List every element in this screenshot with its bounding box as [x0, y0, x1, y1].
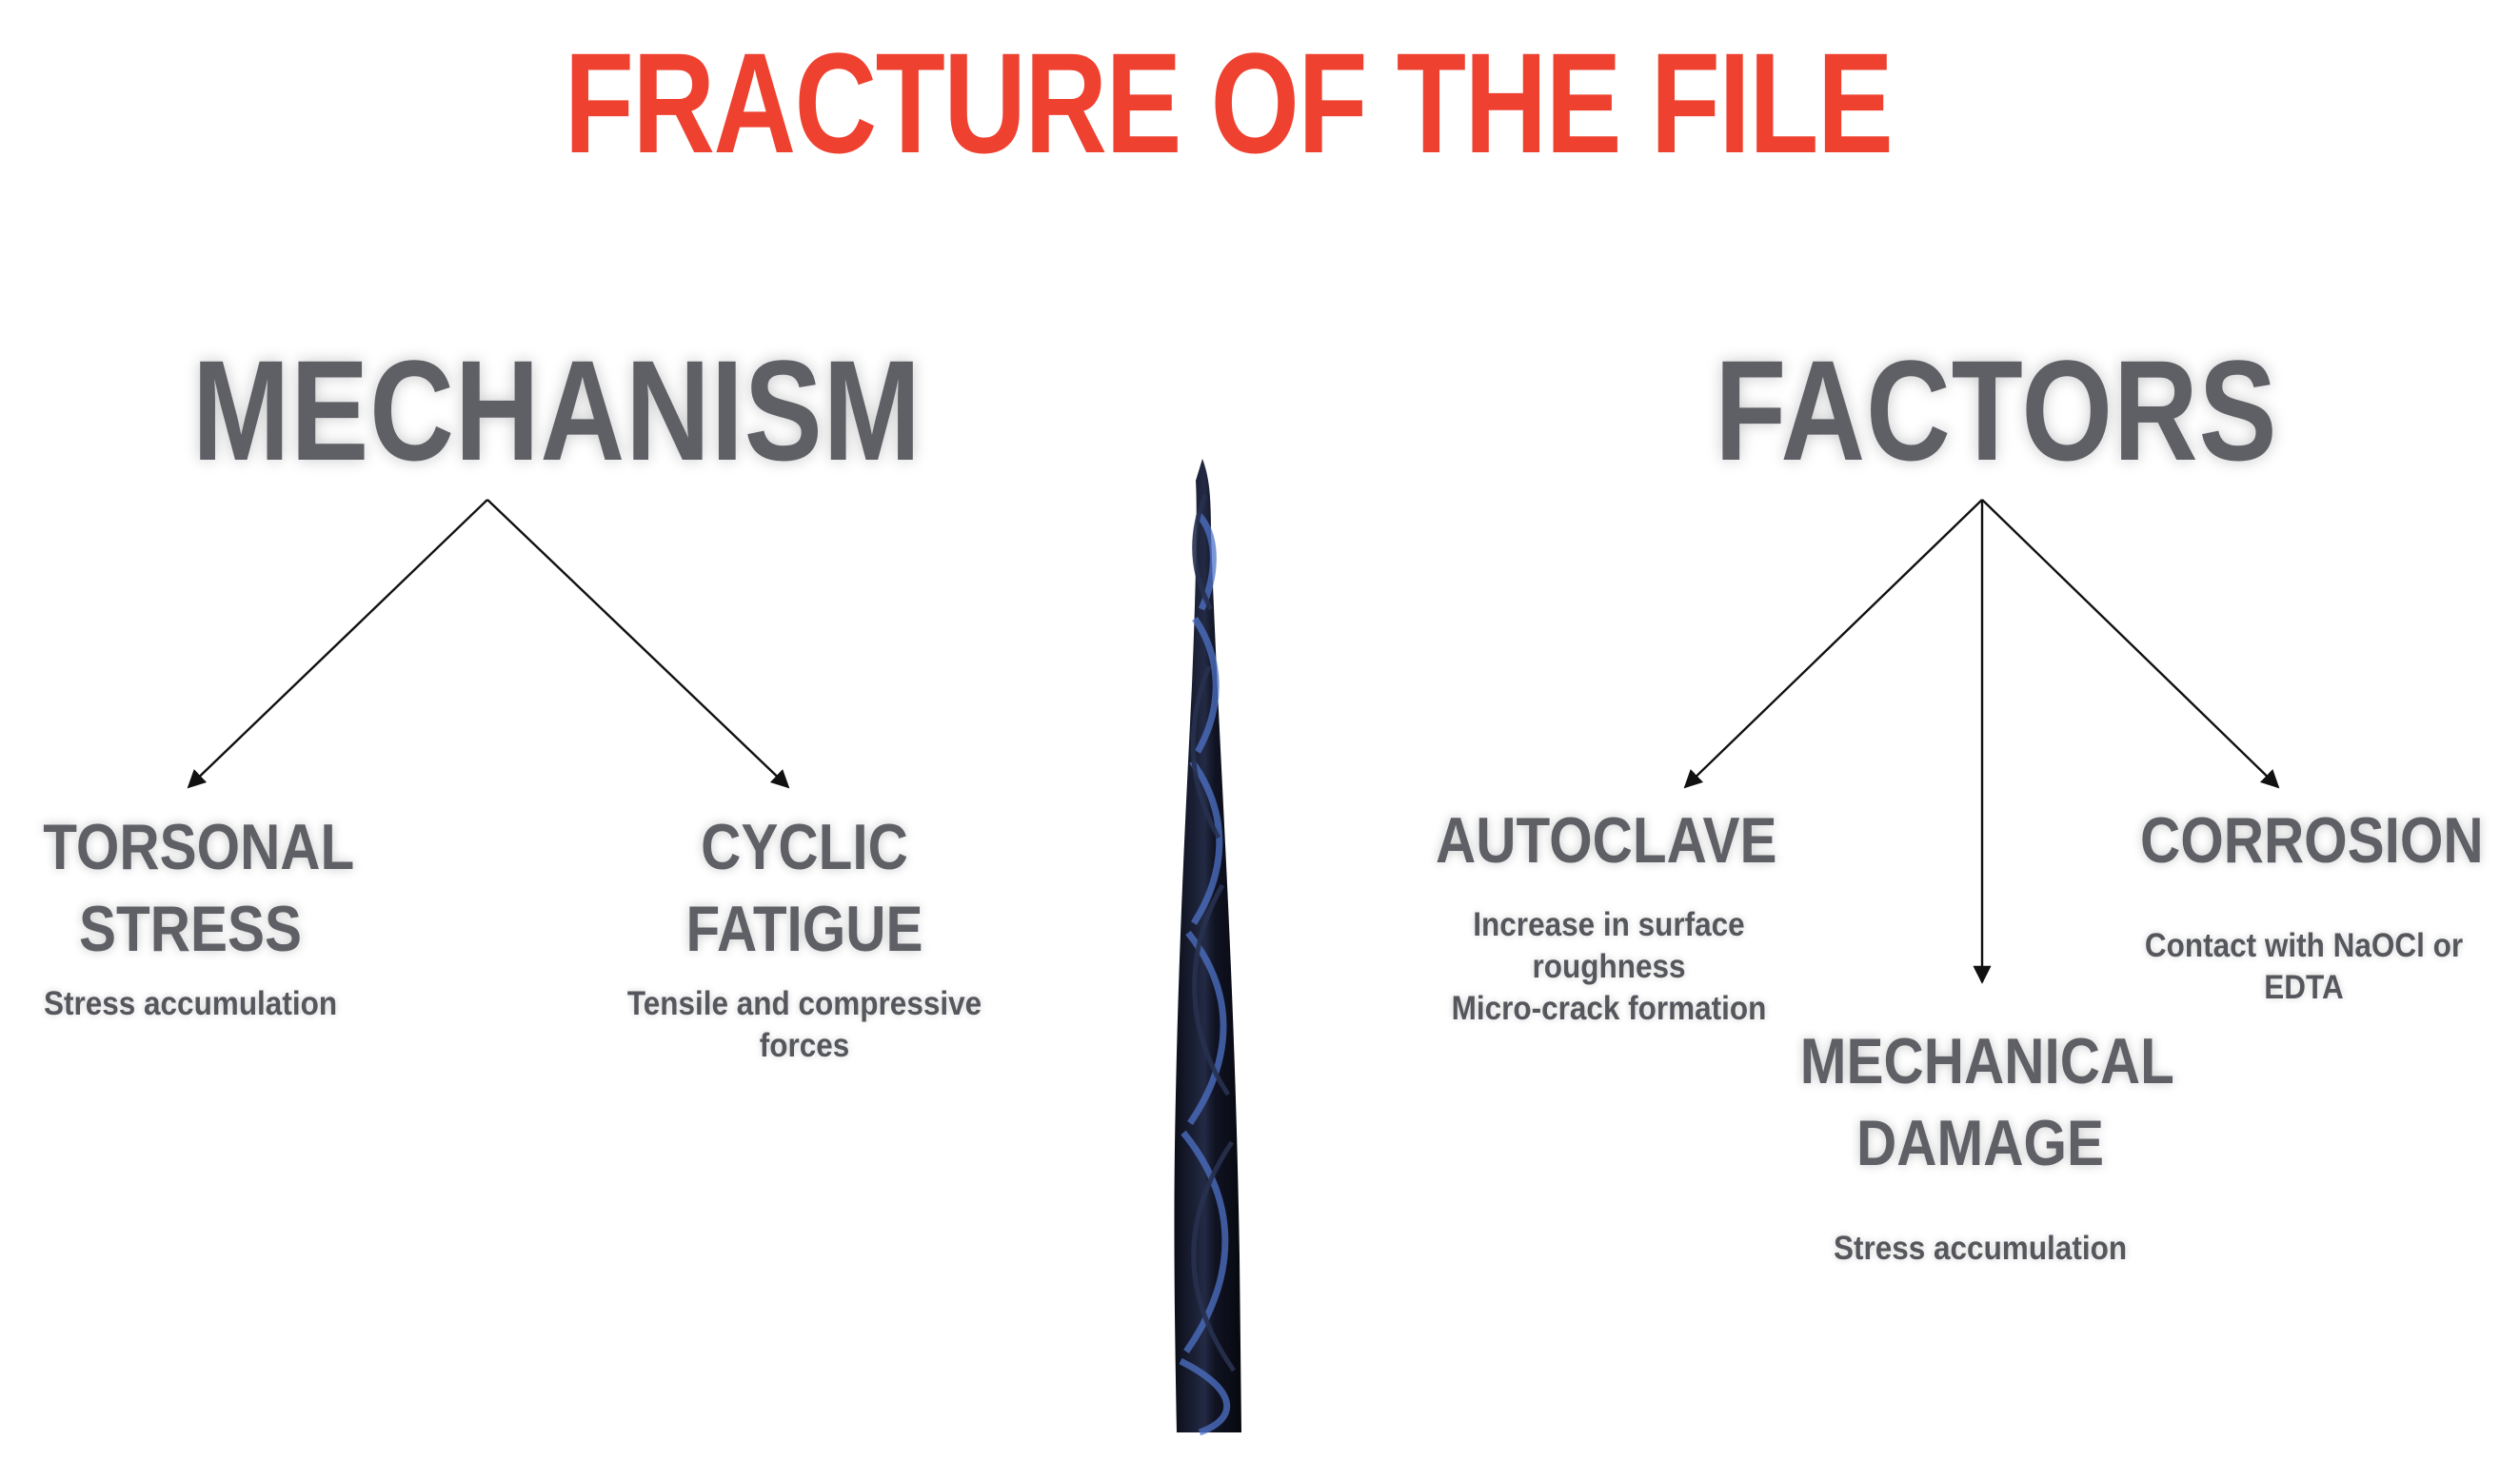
autoclave-desc: Increase in surface roughness Micro-crac… [1403, 904, 1815, 1030]
torsional-stress-label: TORSONAL STRESS [43, 806, 355, 970]
cyclic-line1: CYCLIC [701, 811, 908, 883]
cyclic-desc: Tensile and compressive forces [626, 985, 982, 1064]
torsional-desc: Stress accumulation [43, 985, 338, 1022]
mechanism-arrows [187, 499, 790, 789]
mechanism-heading: MECHANISM [192, 330, 922, 490]
factors-arrows [1683, 499, 2280, 984]
cyclic-line2: FATIGUE [685, 893, 923, 965]
torsional-line2: STRESS [78, 893, 302, 965]
autoclave-desc-line1: Increase in surface roughness [1473, 906, 1745, 985]
endodontic-file-icon [1174, 459, 1241, 1436]
mechanical-line2: DAMAGE [1856, 1107, 2104, 1179]
autoclave-desc-line2: Micro-crack formation [1451, 990, 1767, 1027]
torsional-line1: TORSONAL [43, 811, 355, 883]
cyclic-fatigue-label: CYCLIC FATIGUE [637, 806, 973, 970]
autoclave-label: AUTOCLAVE [1436, 804, 1777, 877]
corrosion-desc: Contact with NaOCl or EDTA [2144, 927, 2464, 1006]
corrosion-label: CORROSION [2140, 804, 2484, 877]
page-title: FRACTURE OF THE FILE [564, 23, 1894, 183]
factors-heading: FACTORS [1715, 330, 2278, 490]
mechanical-damage-label: MECHANICAL DAMAGE [1799, 1020, 2174, 1184]
mechanical-line1: MECHANICAL [1799, 1025, 2174, 1097]
mechanical-desc: Stress accumulation [1833, 1230, 2128, 1267]
